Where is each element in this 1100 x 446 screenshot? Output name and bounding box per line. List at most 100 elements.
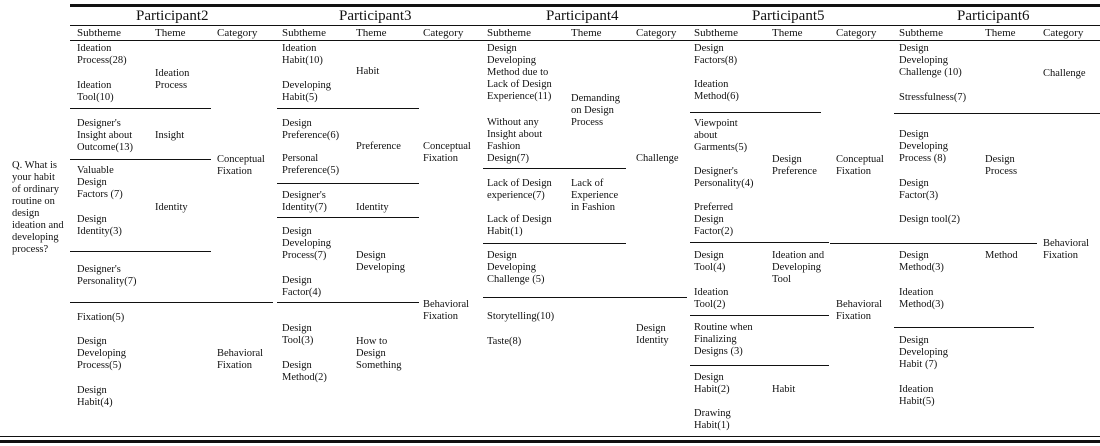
subtheme-cell: Personal Preference(5): [282, 153, 340, 176]
row-divider: [277, 183, 419, 184]
subtheme-cell: Design Tool(3): [282, 323, 314, 346]
category-cell: Challenge: [636, 153, 679, 164]
question-text: Q. What is your habit of ordinary routin…: [12, 160, 64, 255]
theme-cell: Ideation and Developing Tool: [772, 250, 825, 285]
row-divider: [483, 297, 687, 298]
col-header-theme: Theme: [571, 27, 602, 39]
row-divider: [830, 243, 1037, 244]
subtheme-cell: Designer's Insight about Outcome(13): [77, 118, 133, 153]
row-divider: [690, 242, 829, 243]
bottom-rule-2: [0, 440, 1100, 443]
subtheme-cell: Design Factor(3): [899, 178, 939, 201]
category-cell: Design Identity: [636, 323, 669, 346]
theme-cell: Preference: [356, 141, 401, 152]
participant-header: Participant6: [957, 8, 1030, 24]
theme-cell: Habit: [356, 66, 380, 77]
row-divider: [70, 251, 211, 252]
category-cell: Conceptual Fixation: [423, 141, 471, 164]
row-divider: [894, 327, 1034, 328]
col-header-subtheme: Subtheme: [899, 27, 943, 39]
row-divider: [70, 108, 211, 109]
row-divider: [70, 159, 211, 160]
subtheme-cell: Ideation Habit(5): [899, 384, 935, 407]
subtheme-cell: Viewpoint about Garments(5): [694, 118, 748, 153]
participant-header: Participant4: [546, 8, 619, 24]
col-header-category: Category: [636, 27, 677, 39]
subtheme-cell: Lack of Design experience(7): [487, 178, 552, 201]
subtheme-cell: Design Developing Challenge (10): [899, 43, 962, 78]
category-cell: Conceptual Fixation: [217, 154, 265, 177]
subtheme-cell: Ideation Process(28): [77, 43, 127, 66]
subtheme-cell: Design Developing Method due to Lack of …: [487, 43, 552, 102]
participant-header: Participant5: [752, 8, 825, 24]
subtheme-cell: Designer's Personality(4): [694, 166, 754, 189]
col-header-subtheme: Subtheme: [77, 27, 121, 39]
subtheme-cell: Design Habit(2): [694, 372, 730, 395]
col-header-theme: Theme: [772, 27, 803, 39]
subtheme-cell: Ideation Habit(10): [282, 43, 323, 66]
row-divider: [277, 302, 419, 303]
subtheme-cell: Design Factor(4): [282, 275, 322, 298]
category-cell: Behavioral Fixation: [836, 299, 883, 322]
col-header-subtheme: Subtheme: [487, 27, 531, 39]
subtheme-cell: Design Developing Habit (7): [899, 335, 948, 370]
col-header-category: Category: [836, 27, 877, 39]
theme-cell: Design Developing: [356, 250, 405, 273]
subtheme-cell: Valuable Design Factors (7): [77, 165, 123, 200]
row-divider: [277, 108, 419, 109]
subtheme-cell: Design Developing Challenge (5): [487, 250, 545, 285]
theme-cell: Demanding on Design Process: [571, 93, 620, 128]
subtheme-cell: Design Method(3): [899, 250, 944, 273]
row-divider: [690, 365, 829, 366]
col-header-subtheme: Subtheme: [694, 27, 738, 39]
subtheme-cell: Design Tool(4): [694, 250, 726, 273]
subtheme-cell: Design tool(2): [899, 214, 960, 225]
subtheme-cell: Stressfulness(7): [899, 92, 967, 103]
col-header-category: Category: [1043, 27, 1084, 39]
category-cell: Challenge: [1043, 68, 1086, 79]
subtheme-cell: Storytelling(10): [487, 311, 555, 322]
theme-cell: Design Process: [985, 154, 1018, 177]
row-divider: [483, 243, 626, 244]
theme-cell: Ideation Process: [155, 68, 190, 91]
theme-cell: Habit: [772, 384, 796, 395]
subtheme-cell: Design Preference(6): [282, 118, 340, 141]
subtheme-cell: Designer's Personality(7): [77, 264, 137, 287]
row-divider: [483, 168, 626, 169]
subtheme-cell: Design Identity(3): [77, 214, 122, 237]
subtheme-cell: Lack of Design Habit(1): [487, 214, 552, 237]
col-header-theme: Theme: [985, 27, 1016, 39]
subtheme-cell: Ideation Tool(2): [694, 287, 729, 310]
row-divider: [690, 112, 821, 113]
theme-cell: Lack of Experience in Fashion: [571, 178, 619, 213]
participant-header: Participant3: [339, 8, 412, 24]
theme-cell: Design Preference: [772, 154, 817, 177]
category-cell: Conceptual Fixation: [836, 154, 884, 177]
row-divider: [894, 113, 1100, 114]
category-cell: Behavioral Fixation: [423, 299, 470, 322]
subtheme-cell: Design Habit(4): [77, 385, 113, 408]
subtheme-cell: Ideation Method(3): [899, 287, 944, 310]
top-rule: [70, 4, 1100, 7]
bottom-rule-1: [0, 436, 1100, 437]
theme-cell: How to Design Something: [356, 336, 402, 371]
theme-cell: Identity: [155, 202, 188, 213]
subtheme-cell: Design Developing Process(5): [77, 336, 126, 371]
row-divider: [690, 315, 829, 316]
category-cell: Behavioral Fixation: [217, 348, 264, 371]
subtheme-cell: Design Developing Process (8): [899, 129, 948, 164]
row-divider: [70, 302, 273, 303]
subtheme-cell: Fixation(5): [77, 312, 125, 323]
subtheme-cell: Routine when Finalizing Designs (3): [694, 322, 753, 357]
subtheme-cell: Ideation Method(6): [694, 79, 739, 102]
theme-cell: Identity: [356, 202, 389, 213]
col-header-theme: Theme: [356, 27, 387, 39]
theme-cell: Method: [985, 250, 1018, 261]
row-divider: [277, 217, 419, 218]
subtheme-cell: Design Developing Process(7): [282, 226, 331, 261]
theme-cell: Insight: [155, 130, 185, 141]
category-cell: Behavioral Fixation: [1043, 238, 1090, 261]
subtheme-cell: Design Factors(8): [694, 43, 738, 66]
col-header-category: Category: [217, 27, 258, 39]
subtheme-cell: Designer's Identity(7): [282, 190, 327, 213]
